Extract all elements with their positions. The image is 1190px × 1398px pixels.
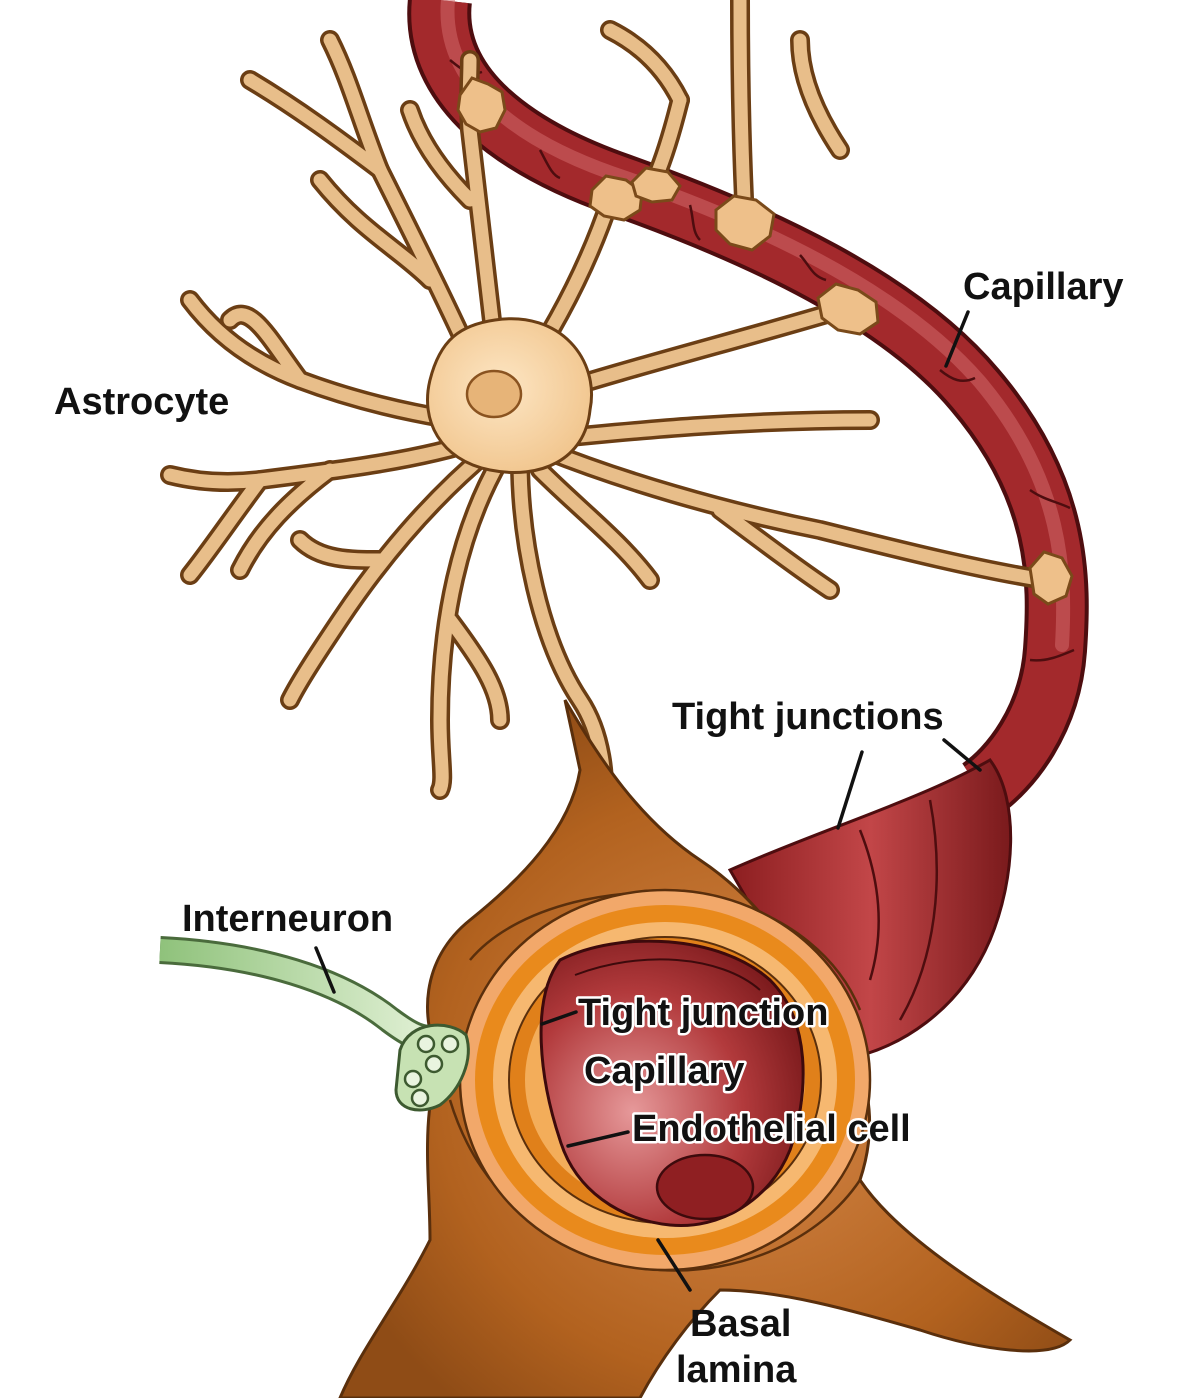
- label-interneuron: Interneuron: [182, 898, 393, 940]
- label-capillary: Capillary: [963, 266, 1124, 308]
- label-tight-junction: Tight junction: [578, 992, 828, 1034]
- interneuron: [159, 936, 470, 1112]
- astrocyte-endfeet: [456, 76, 1074, 606]
- label-lamina: lamina: [676, 1349, 797, 1391]
- endfoot-cross-section: [338, 699, 1073, 1398]
- astrocyte: [160, 0, 1055, 830]
- label-capillary-inner: Capillary: [584, 1050, 745, 1092]
- label-astrocyte: Astrocyte: [54, 381, 229, 423]
- label-basal: Basal: [690, 1303, 791, 1345]
- astrocyte-nucleus: [465, 369, 523, 419]
- capillary-lumen: [539, 939, 805, 1228]
- endothelial-nucleus: [655, 1153, 755, 1221]
- leader-lines: [314, 310, 982, 1292]
- label-endothelial-cell: Endothelial cell: [632, 1108, 911, 1150]
- label-tight-junctions: Tight junctions: [672, 696, 944, 738]
